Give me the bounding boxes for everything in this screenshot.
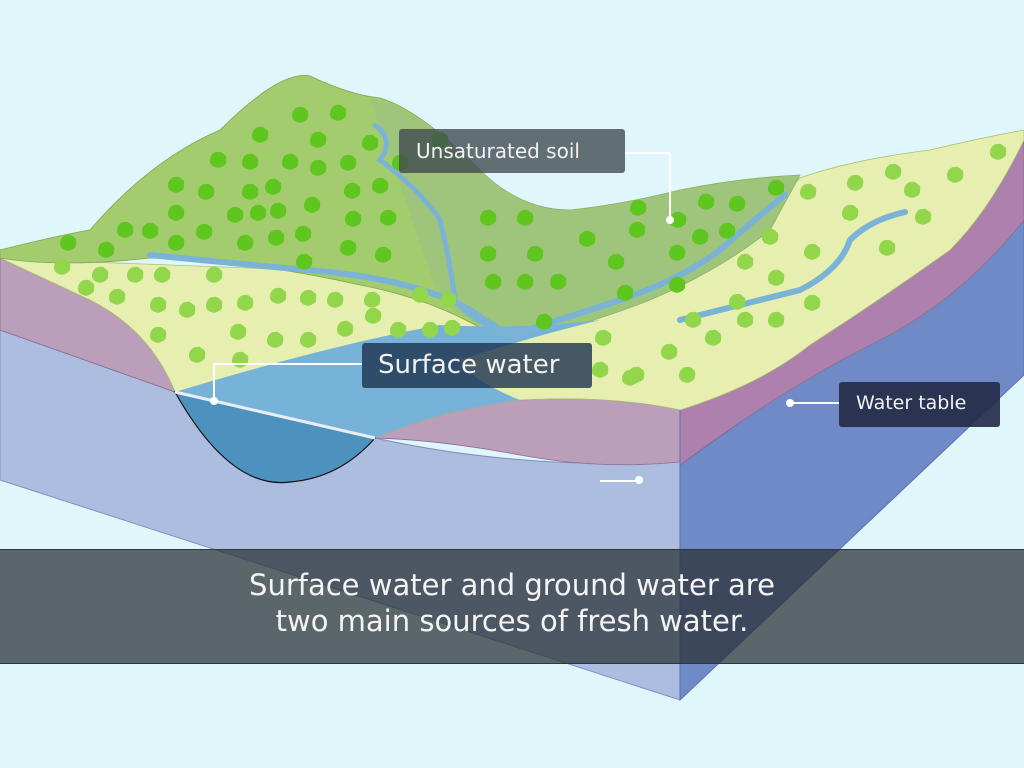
streams bbox=[147, 122, 908, 341]
surface-water-label: Surface water bbox=[362, 343, 592, 388]
lake-waterline bbox=[174, 390, 376, 440]
leader-lines bbox=[213, 152, 839, 482]
water-table-label: Water table bbox=[839, 382, 1000, 427]
soil-pointer-dot bbox=[666, 216, 674, 224]
ground-water-pointer-dot bbox=[635, 476, 643, 484]
caption-line-2: two main sources of fresh water. bbox=[275, 604, 749, 638]
caption-line-1: Surface water and ground water are bbox=[249, 568, 775, 602]
lake-section bbox=[173, 391, 377, 484]
hill-shade bbox=[370, 98, 800, 340]
unsaturated-soil-label: Unsaturated soil bbox=[399, 129, 625, 173]
surface-water-pointer-dot bbox=[210, 397, 218, 405]
water-table-pointer-dot bbox=[786, 399, 794, 407]
caption-banner: Surface water and ground water are two m… bbox=[0, 549, 1024, 664]
